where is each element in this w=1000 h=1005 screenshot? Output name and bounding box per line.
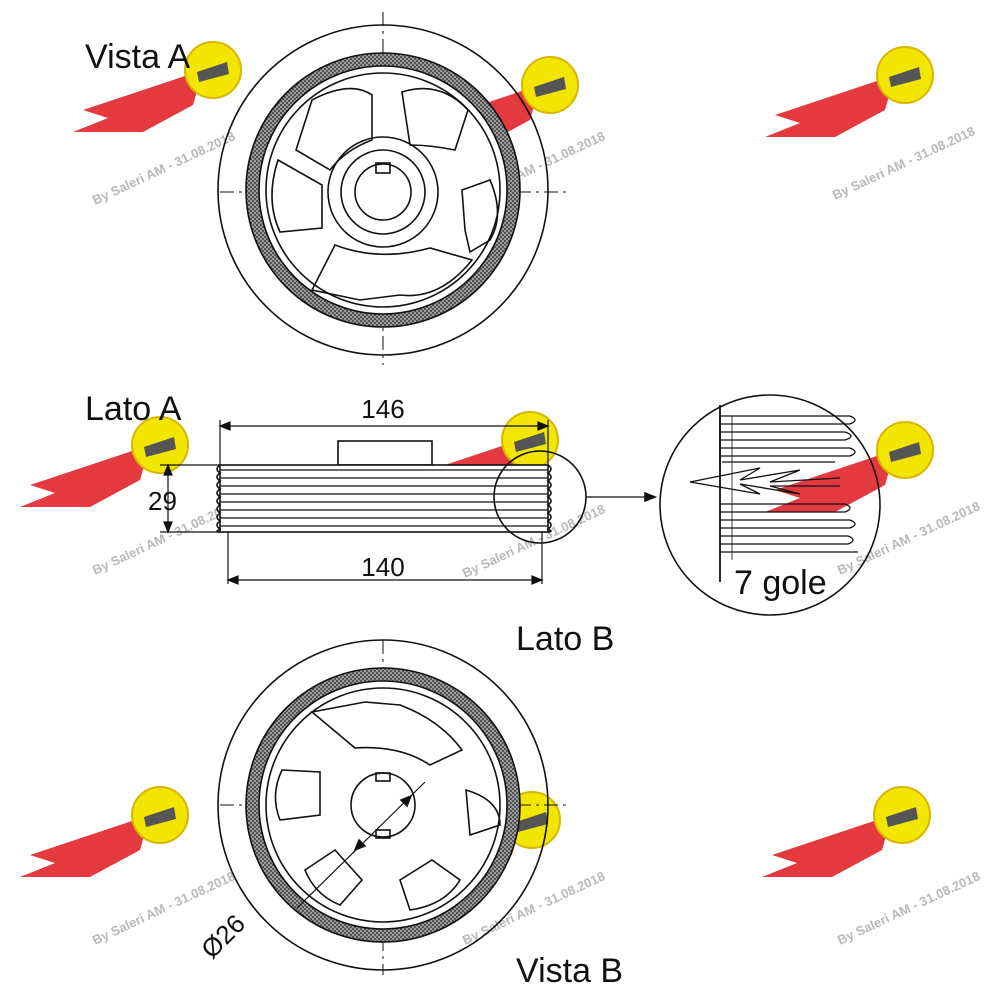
label-7-gole: 7 gole xyxy=(734,564,827,602)
watermark-text: By Saleri AM - 31.08.2018 xyxy=(830,123,977,202)
watermark-logo xyxy=(764,46,934,138)
detail-grooves-view xyxy=(659,394,881,616)
watermark-logo xyxy=(761,786,931,878)
vista-a-view xyxy=(217,12,570,365)
vista-b-view xyxy=(217,639,570,975)
label-lato-b: Lato B xyxy=(516,620,614,658)
dimension-140-label: 140 xyxy=(361,552,404,582)
dimension-29-label: 29 xyxy=(148,486,177,516)
watermark-text: By Saleri AM - 31.08.2018 xyxy=(835,868,982,947)
dimension-146-label: 146 xyxy=(361,394,404,424)
watermark-text: By Saleri AM - 31.08.2018 xyxy=(90,128,237,207)
dimension-140 xyxy=(226,532,544,585)
watermark-logo xyxy=(764,421,934,513)
lato-a-view xyxy=(216,440,658,544)
dimension-146 xyxy=(218,420,550,465)
watermark-logo xyxy=(19,786,189,878)
label-vista-b: Vista B xyxy=(516,952,623,990)
label-vista-a: Vista A xyxy=(85,38,191,76)
watermark-text: By Saleri AM - 31.08.2018 xyxy=(835,498,982,577)
dimension-29 xyxy=(160,463,220,534)
label-lato-a: Lato A xyxy=(85,390,182,428)
dimension-bore-label: Ø26 xyxy=(195,908,251,964)
